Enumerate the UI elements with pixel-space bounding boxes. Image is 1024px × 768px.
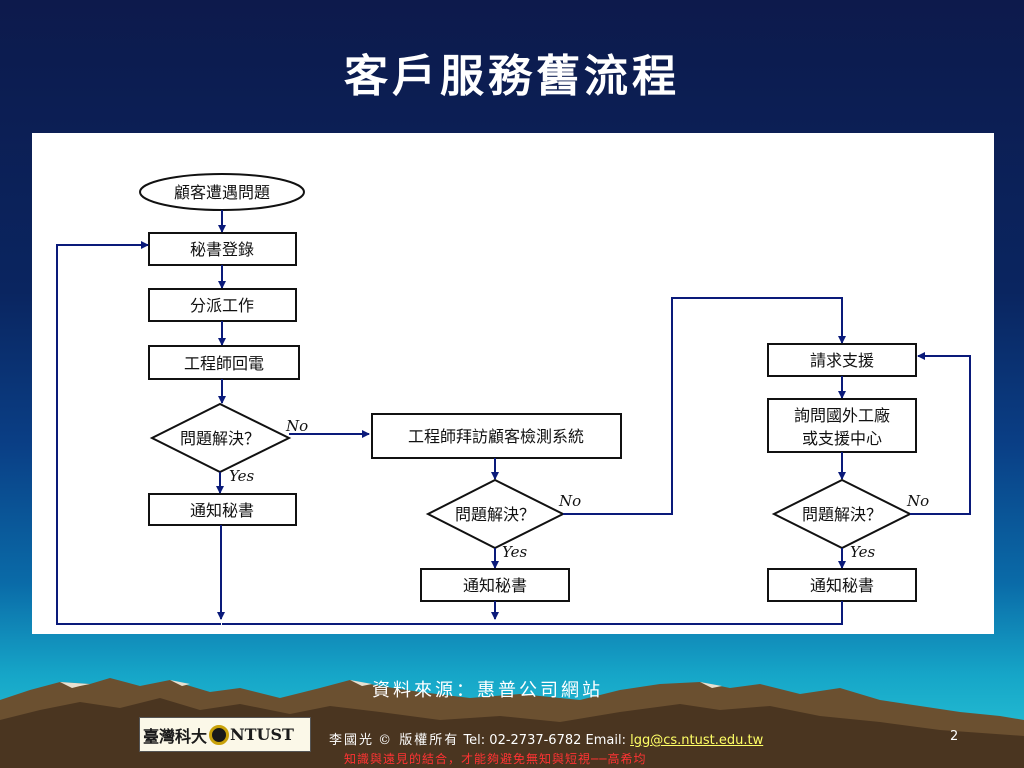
footer-copyright: © 版權所有 — [378, 733, 460, 748]
ntust-seal-icon — [209, 724, 230, 745]
decision-2-no-label: No — [558, 492, 581, 510]
inquire-box — [767, 398, 917, 453]
ntust-logo: 臺灣科大 NTUST — [139, 717, 311, 752]
notify-3-text: 通知秘書 — [810, 576, 874, 595]
request-box — [767, 343, 917, 377]
visit-text: 工程師拜訪顧客檢測系統 — [408, 427, 584, 446]
request-text: 請求支援 — [810, 351, 874, 370]
callback-box — [148, 345, 300, 380]
footer-contact-line: 李國光 © 版權所有 Tel: 02-2737-6782 Email: lgg@… — [329, 729, 763, 748]
notify-2-box — [420, 568, 570, 602]
notify-1-box — [148, 493, 297, 526]
notify-1-text: 通知秘書 — [190, 501, 254, 520]
decision-2-yes-label: Yes — [502, 543, 527, 561]
arrow-decision3-request — [910, 352, 971, 515]
inquire-text-line1: 詢問國外工廠 — [794, 406, 890, 425]
decision-1-no-label: No — [285, 417, 308, 435]
decision-1-text: 問題解決？ — [180, 429, 260, 448]
source-caption: 資料來源：惠普公司網站 — [372, 680, 603, 701]
visit-box — [371, 413, 622, 459]
footer-motto: 知識與遠見的結合，才能夠避免無知與短視──高希均 — [344, 752, 647, 766]
loop-return-line — [56, 241, 221, 625]
decision-1-yes-label: Yes — [229, 467, 254, 485]
decision-3-text: 問題解決？ — [802, 505, 882, 524]
flowchart-diagram: 顧客遭遇問題 秘書登錄 分派工作 工程師回電 問題解決？ No Yes 通知秘書… — [56, 173, 971, 625]
arrow-decision2-request — [563, 297, 846, 515]
decision-2-text: 問題解決？ — [455, 505, 535, 524]
decision-3-yes-label: Yes — [850, 543, 875, 561]
notify-3-box — [767, 568, 917, 602]
notify-2-text: 通知秘書 — [463, 576, 527, 595]
footer-email-link[interactable]: lgg@cs.ntust.edu.tw — [630, 733, 764, 748]
register-text: 秘書登錄 — [190, 240, 254, 259]
callback-text: 工程師回電 — [184, 354, 264, 373]
decision-3-no-label: No — [906, 492, 929, 510]
register-box — [148, 232, 297, 266]
assign-text: 分派工作 — [190, 296, 254, 315]
page-number: 2 — [950, 729, 959, 744]
logo-text-en: NTUST — [230, 725, 294, 744]
inquire-text-line2: 或支援中心 — [802, 429, 882, 448]
start-text: 顧客遭遇問題 — [174, 183, 270, 202]
footer-author: 李國光 — [329, 733, 375, 748]
footer-contact: Tel: 02-2737-6782 Email: — [463, 733, 626, 748]
arrow-notify3-return — [222, 601, 843, 625]
slide-title: 客戶服務舊流程 — [344, 51, 680, 102]
logo-text-cn: 臺灣科大 — [143, 726, 208, 746]
flowchart-panel: 顧客遭遇問題 秘書登錄 分派工作 工程師回電 問題解決？ No Yes 通知秘書… — [32, 133, 994, 634]
